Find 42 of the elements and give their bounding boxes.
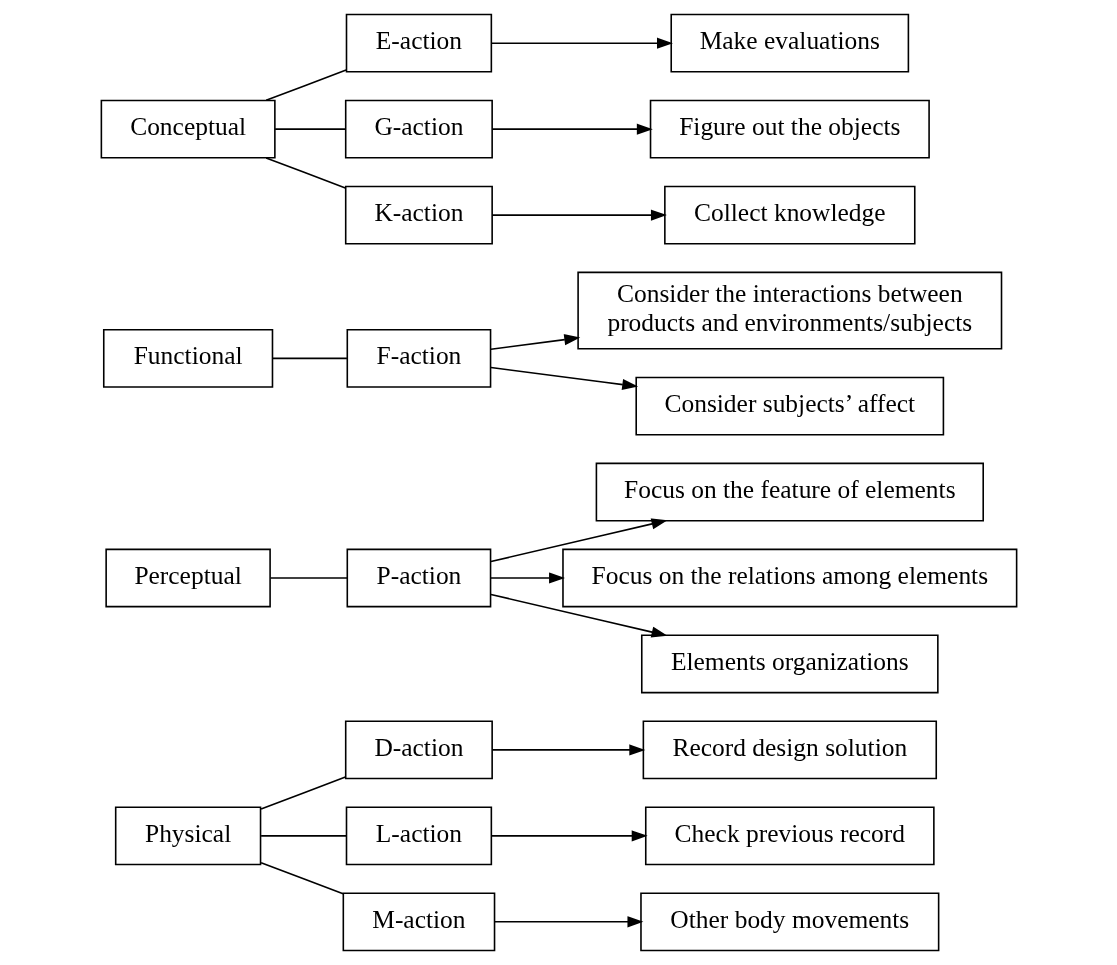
arrow: [491, 209, 667, 221]
node-box: K-action: [344, 185, 493, 245]
connector: [269, 577, 348, 579]
arrow: [489, 572, 565, 584]
node-box: D-action: [344, 720, 493, 780]
node-box: M-action: [342, 892, 495, 952]
node-box: Other body movements: [639, 892, 939, 952]
node-box: Focus on the feature of elements: [595, 462, 984, 522]
arrow: [489, 518, 667, 563]
connector: [273, 128, 346, 130]
node-box: Perceptual: [104, 548, 271, 608]
connector: [271, 357, 348, 360]
arrow: [489, 334, 580, 350]
node-box: Consider the interactions between products and environments/subjects: [576, 271, 1002, 350]
arrow: [491, 744, 645, 756]
node-box: Physical: [114, 806, 261, 866]
node-box: Make evaluations: [669, 13, 909, 73]
connector: [259, 835, 347, 837]
node-box: Elements organizations: [640, 634, 939, 694]
arrow: [489, 366, 638, 391]
node-box: Figure out the objects: [649, 99, 930, 159]
node-box: F-action: [346, 328, 491, 388]
arrow: [489, 593, 667, 638]
arrow: [493, 916, 643, 928]
connector: [259, 862, 344, 895]
node-box: Check previous record: [644, 806, 935, 866]
node-box: E-action: [345, 13, 492, 73]
connector: [259, 776, 346, 810]
node-box: Functional: [102, 328, 273, 388]
node-box: Focus on the relations among elements: [561, 548, 1017, 608]
connector: [264, 157, 346, 189]
node-box: G-action: [344, 99, 493, 159]
node-box: Consider subjects’ affect: [634, 376, 944, 436]
node-box: Conceptual: [100, 99, 276, 159]
node-box: Collect knowledge: [663, 185, 916, 245]
node-box: P-action: [346, 548, 491, 608]
arrow: [490, 37, 673, 49]
arrow: [491, 123, 653, 135]
connector: [264, 69, 347, 102]
arrow: [490, 830, 648, 842]
node-box: L-action: [345, 806, 492, 866]
node-box: Record design solution: [642, 720, 937, 780]
